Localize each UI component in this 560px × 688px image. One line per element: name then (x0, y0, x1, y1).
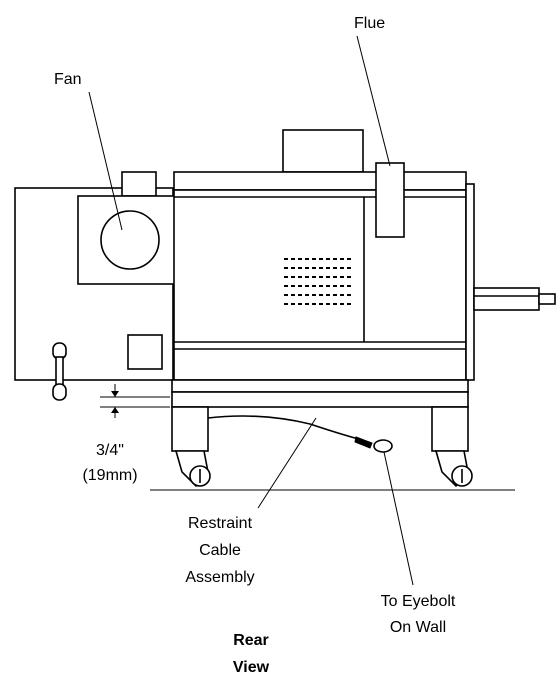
label-view-1: Rear (233, 632, 269, 649)
label-restraint-3: Assembly (185, 569, 254, 586)
label-clearance-inch: 3/4" (96, 442, 124, 459)
eyebolt-ring (373, 439, 393, 453)
base-rail-top (171, 379, 469, 393)
fan-circle (100, 210, 160, 270)
label-flue: Flue (354, 15, 385, 32)
dim-arrow-top (111, 391, 119, 397)
control-box (14, 171, 185, 381)
left-leg (171, 406, 209, 452)
vent-grille (284, 258, 354, 305)
base-rail-bottom (171, 391, 469, 408)
label-view-2: View (233, 659, 270, 676)
label-restraint-2: Cable (199, 542, 241, 559)
conveyor-shelf (473, 287, 556, 311)
latch-bottom (52, 383, 67, 401)
flue-leader (356, 35, 391, 167)
restraint-leader (257, 417, 317, 509)
fan-leader (88, 91, 123, 231)
conveyor-body (473, 287, 540, 311)
label-eyebolt-1: To Eyebolt (381, 593, 456, 610)
left-caster-assembly (171, 406, 211, 488)
conveyor-tip (538, 293, 556, 305)
side-latch (52, 342, 67, 401)
eyebolt-leader (383, 451, 414, 586)
flue-box (375, 162, 405, 238)
restraint-cable (207, 415, 363, 441)
label-restraint-1: Restraint (188, 515, 253, 532)
control-box-top-block (121, 171, 157, 197)
dim-arrow-bottom (111, 407, 119, 413)
label-fan: Fan (54, 71, 82, 88)
control-box-panel (127, 334, 163, 370)
cable-end-fitting (354, 436, 373, 449)
clearance-dimension (100, 384, 170, 418)
oven-top-rail (173, 171, 467, 191)
right-caster-assembly (431, 406, 473, 488)
label-clearance-mm: (19mm) (82, 467, 137, 484)
label-eyebolt-2: On Wall (390, 619, 446, 636)
right-side-panel (465, 183, 475, 381)
right-leg (431, 406, 469, 452)
top-vent-block (282, 129, 364, 173)
latch-bar (55, 356, 64, 388)
